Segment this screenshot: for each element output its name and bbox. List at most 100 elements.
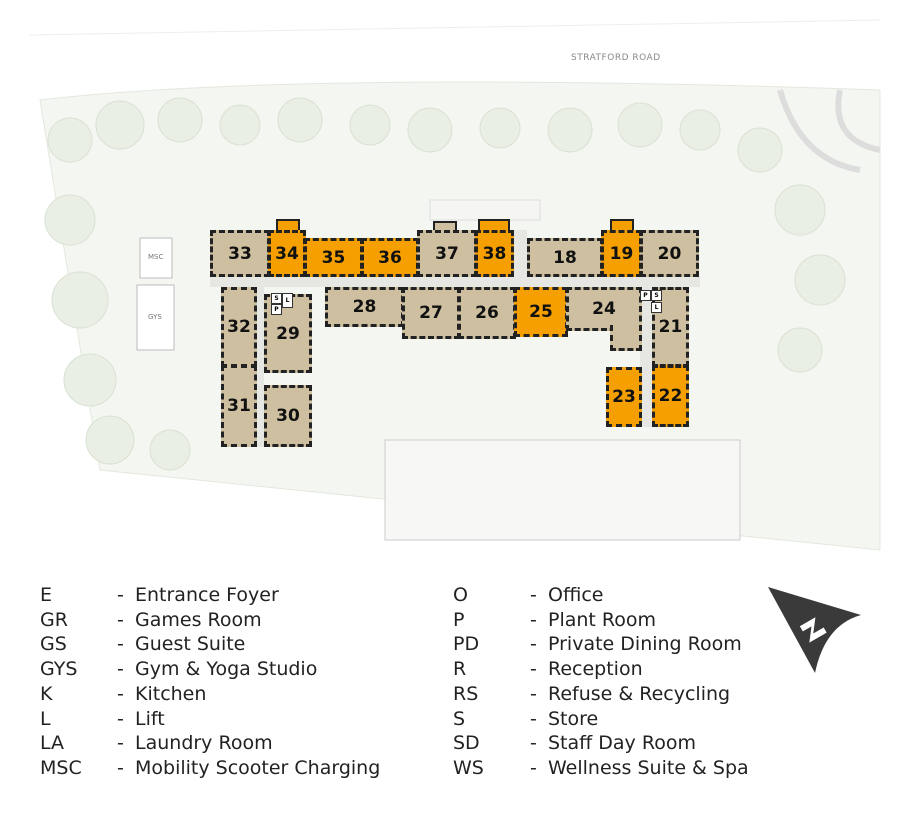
- legend-row: E -Entrance Foyer: [40, 583, 380, 608]
- legend-name: Kitchen: [135, 682, 207, 705]
- legend-name: Office: [548, 584, 604, 606]
- room-28[interactable]: 28: [325, 287, 404, 327]
- legend-name: Staff Day Room: [548, 732, 696, 755]
- legend-code: E: [40, 584, 53, 606]
- room-23[interactable]: 23: [606, 367, 642, 427]
- legend-code: GS: [40, 633, 67, 656]
- room-20[interactable]: 20: [640, 230, 699, 277]
- legend-dash: -: [117, 707, 124, 730]
- store: S: [271, 293, 282, 304]
- legend-code: L: [40, 707, 51, 730]
- corridor: [640, 287, 652, 427]
- legend-code: LA: [40, 732, 65, 755]
- plant-room: P: [640, 290, 651, 301]
- legend-code: P: [453, 608, 465, 631]
- room-31[interactable]: 31: [221, 365, 257, 447]
- legend-code: SD: [453, 732, 480, 755]
- tree-canopy: [44, 97, 846, 471]
- legend-name: Gym & Yoga Studio: [135, 658, 318, 681]
- room-27[interactable]: 27: [402, 287, 460, 339]
- legend-row: L -Lift: [40, 707, 380, 732]
- legend-code: MSC: [40, 756, 82, 779]
- legend-row: K -Kitchen: [40, 682, 380, 707]
- legend-row: SD -Staff Day Room: [453, 731, 749, 756]
- legend-dash: -: [530, 633, 537, 656]
- store: S: [651, 290, 662, 301]
- legend-name: Mobility Scooter Charging: [135, 756, 381, 779]
- legend-row: LA -Laundry Room: [40, 731, 380, 756]
- room-34[interactable]: 34: [268, 230, 306, 277]
- legend-row: WS-Wellness Suite & Spa: [453, 756, 749, 781]
- room-33[interactable]: 33: [210, 230, 270, 277]
- room-30[interactable]: 30: [264, 385, 312, 447]
- room-26[interactable]: 26: [458, 287, 516, 339]
- room-36[interactable]: 36: [361, 238, 419, 277]
- legend-code: O: [453, 584, 468, 606]
- room-38[interactable]: 38: [475, 230, 514, 277]
- room-37[interactable]: 37: [417, 230, 477, 277]
- room-35[interactable]: 35: [304, 238, 363, 277]
- legend-code: GR: [40, 608, 68, 631]
- legend-dash: -: [530, 732, 537, 755]
- legend-name: Games Room: [135, 608, 262, 631]
- legend-row: RS -Refuse & Recycling: [453, 682, 749, 707]
- legend-dash: -: [530, 584, 537, 606]
- legend-dash: -: [530, 756, 537, 779]
- legend-dash: -: [530, 682, 537, 705]
- legend-row: GR -Games Room: [40, 608, 380, 633]
- legend-name: Wellness Suite & Spa: [548, 756, 749, 779]
- room-22[interactable]: 22: [652, 365, 689, 427]
- legend-code: K: [40, 682, 53, 705]
- legend-left: E-Entrance Foyer GR-Games Room GS-Guest …: [40, 583, 380, 781]
- legend-code: GYS: [40, 658, 78, 681]
- legend-dash: -: [117, 608, 124, 631]
- corridor: [255, 287, 264, 447]
- legend-dash: -: [530, 658, 537, 681]
- legend-row: MSC -Mobility Scooter Charging: [40, 756, 380, 781]
- legend-name: Guest Suite: [135, 633, 246, 656]
- lift: L: [282, 293, 293, 308]
- north-arrow-icon: [768, 587, 861, 673]
- legend-name: Reception: [548, 658, 643, 681]
- legend-name: Refuse & Recycling: [548, 682, 731, 705]
- corridor: [513, 230, 527, 276]
- site-plan: STRATFORD ROAD MSC GYS 33 34 35 36 37 38…: [29, 19, 881, 551]
- legend-row: GS-Guest Suite: [40, 632, 380, 657]
- bay-window: [276, 219, 300, 232]
- legend-dash: -: [117, 682, 124, 705]
- room-19[interactable]: 19: [601, 230, 642, 277]
- lift: L: [651, 302, 662, 313]
- corridor: [210, 276, 700, 287]
- legend-row: GYS-Gym & Yoga Studio: [40, 657, 380, 682]
- legend-name: Entrance Foyer: [135, 584, 279, 606]
- legend-name: Lift: [135, 707, 165, 730]
- legend-dash: -: [117, 732, 124, 755]
- legend-right: O-Office P-Plant Room PD-Private Dining …: [453, 583, 749, 781]
- legend-row: PD -Private Dining Room: [453, 632, 749, 657]
- legend-row: R-Reception: [453, 657, 749, 682]
- legend-code: PD: [453, 633, 480, 656]
- legend-row: O -Office: [453, 583, 749, 608]
- legend-name: Private Dining Room: [548, 633, 742, 656]
- room-25[interactable]: 25: [514, 287, 568, 337]
- legend-dash: -: [530, 707, 537, 730]
- bay-window: [610, 219, 634, 232]
- legend-row: P-Plant Room: [453, 608, 749, 633]
- bay-window: [478, 219, 510, 232]
- road-label: STRATFORD ROAD: [571, 53, 661, 63]
- side-label-gys: GYS: [148, 313, 162, 321]
- room-18[interactable]: 18: [527, 238, 603, 277]
- legend-name: Store: [548, 707, 599, 730]
- room-24-extension: [610, 325, 642, 351]
- legend-dash: -: [530, 608, 537, 631]
- legend-dash: -: [117, 756, 124, 779]
- legend-dash: -: [117, 584, 124, 606]
- legend-name: Laundry Room: [135, 732, 273, 755]
- legend-row: S -Store: [453, 707, 749, 732]
- side-label-msc: MSC: [148, 253, 164, 261]
- bay-window: [433, 221, 457, 232]
- room-24[interactable]: 24: [566, 287, 642, 331]
- legend-code: S: [453, 707, 466, 730]
- legend-code: RS: [453, 682, 479, 705]
- room-32[interactable]: 32: [221, 287, 257, 367]
